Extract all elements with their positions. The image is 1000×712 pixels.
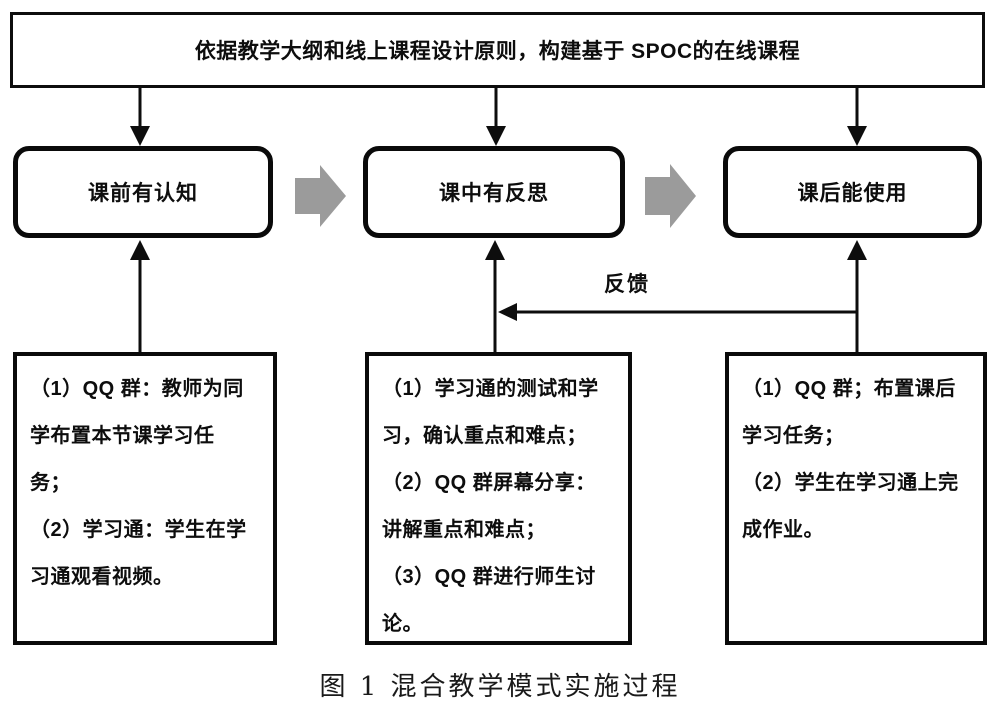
detail-line: 学习任务； (742, 425, 845, 447)
block-arrow-stage2-to-stage3 (645, 164, 696, 228)
detail-box-in-class: （1）学习通的测试和学 习，确认重点和难点； （2）QQ 群屏幕分享： 讲解重点… (365, 352, 632, 645)
detail-box-before-class: （1）QQ 群：教师为同 学布置本节课学习任 务； （2）学习通：学生在学 习通… (13, 352, 277, 645)
arrow-feedback (498, 303, 857, 321)
detail-box-after-class: （1）QQ 群；布置课后 学习任务； （2）学生在学习通上完 成作业。 (725, 352, 987, 645)
arrow-down-to-stage2 (486, 88, 506, 146)
stage-box-after-class: 课后能使用 (723, 146, 982, 238)
detail-line: 学布置本节课学习任 (30, 425, 215, 447)
stage-label-in-class: 课中有反思 (439, 182, 549, 205)
arrow-up-detail1-to-stage1 (130, 240, 150, 352)
figure-caption: 图 1 混合教学模式实施过程 (319, 672, 681, 702)
top-process-label: 依据教学大纲和线上课程设计原则，构建基于 SPOC的在线课程 (194, 40, 801, 63)
detail-line: （1）QQ 群；布置课后 (742, 378, 956, 400)
detail-line: （1）学习通的测试和学 (382, 378, 599, 400)
detail-line: 务； (30, 472, 71, 494)
detail-line: 成作业。 (742, 519, 824, 541)
detail-line: （1）QQ 群：教师为同 (30, 378, 244, 400)
stage-label-after-class: 课后能使用 (797, 182, 908, 205)
stage-label-before-class: 课前有认知 (88, 182, 198, 205)
stage-box-in-class: 课中有反思 (363, 146, 625, 238)
arrow-down-to-stage3 (847, 88, 867, 146)
top-process-box: 依据教学大纲和线上课程设计原则，构建基于 SPOC的在线课程 (10, 12, 985, 88)
detail-line: （2）学生在学习通上完 (742, 472, 959, 494)
arrow-up-detail2-to-stage2 (485, 240, 505, 352)
detail-line: 习，确认重点和难点； (382, 425, 587, 447)
detail-line: （2）QQ 群屏幕分享： (382, 472, 596, 494)
block-arrow-stage1-to-stage2 (295, 165, 346, 227)
detail-line: 讲解重点和难点； (382, 519, 546, 541)
detail-line: 习通观看视频。 (30, 566, 174, 588)
arrow-down-to-stage1 (130, 88, 150, 146)
arrow-up-detail3-to-stage3 (847, 240, 867, 352)
feedback-label: 反馈 (604, 273, 650, 296)
detail-line: 论。 (382, 613, 423, 635)
stage-box-before-class: 课前有认知 (13, 146, 273, 238)
detail-line: （2）学习通：学生在学 (30, 519, 247, 541)
detail-line: （3）QQ 群进行师生讨 (382, 566, 596, 588)
